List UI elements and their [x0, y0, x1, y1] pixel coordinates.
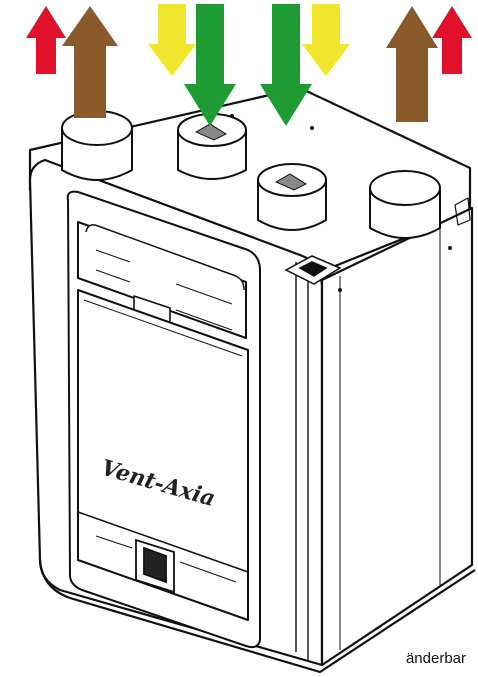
duct-spigot-2	[178, 114, 246, 179]
arrow-brown-up-right-icon	[386, 6, 438, 122]
arrow-brown-up-left-icon	[62, 6, 118, 118]
caption-text: änderbar	[406, 650, 466, 667]
duct-spigot-1	[62, 111, 132, 180]
arrow-yellow-down-right-icon	[302, 4, 350, 76]
arrow-red-up-left-icon	[26, 6, 66, 74]
arrow-yellow-down-left-icon	[148, 4, 196, 76]
duct-spigot-4	[370, 171, 440, 238]
arrow-red-up-right-icon	[432, 6, 472, 74]
duct-spigot-3	[258, 164, 326, 230]
housing-side-face	[322, 208, 472, 665]
